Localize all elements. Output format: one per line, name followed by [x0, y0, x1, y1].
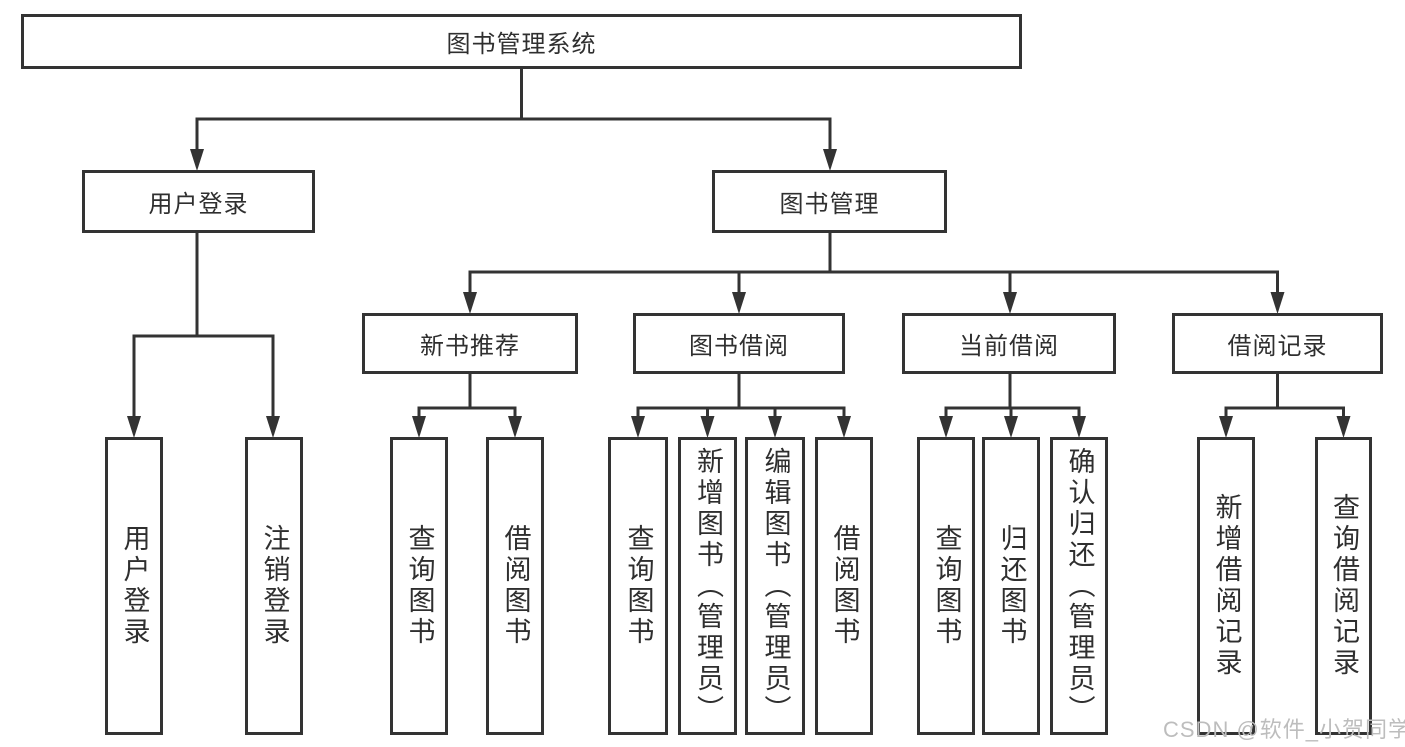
leaf-add-books-admin: 新增图书（管理员） [678, 437, 737, 735]
node-root: 图书管理系统 [21, 14, 1022, 69]
node-borrow-records: 借阅记录 [1172, 313, 1383, 374]
node-current-borrow-label: 当前借阅 [959, 333, 1059, 360]
leaf-return-books-label: 归还图书 [996, 524, 1027, 648]
node-user-login: 用户登录 [82, 170, 315, 233]
arrowhead-leaf-return-books [1004, 416, 1018, 438]
arrowhead-leaf-confirm-return [1072, 416, 1086, 438]
arrowhead-leaf-query-record [1336, 416, 1351, 438]
leaf-query-books-c: 查询图书 [917, 437, 975, 735]
arrowhead-leaf-logout [266, 416, 280, 438]
node-borrow-records-label: 借阅记录 [1227, 333, 1328, 360]
leaf-add-borrow-record-label: 新增借阅记录 [1211, 493, 1242, 679]
arrowhead-leaf-edit-books [768, 416, 782, 438]
node-new-book-rec-label: 新书推荐 [420, 333, 520, 360]
leaf-query-borrow-record-label: 查询借阅记录 [1329, 493, 1359, 679]
arrowhead-current-borrow [1003, 292, 1017, 314]
connector-book-borrow-branch [636, 374, 846, 418]
leaf-return-books: 归还图书 [982, 437, 1040, 735]
node-book-borrow: 图书借阅 [633, 313, 845, 374]
connector-current-borrow-branch [944, 374, 1081, 418]
leaf-query-books-c-label: 查询图书 [931, 524, 962, 648]
leaf-edit-books-admin-label: 编辑图书（管理员） [760, 446, 791, 726]
arrowhead-leaf-borrow-books-b [837, 416, 851, 438]
leaf-confirm-return-admin-label: 确认归还（管理员） [1064, 446, 1095, 726]
arrowhead-leaf-add-books [700, 416, 715, 438]
arrowhead-borrow-records [1270, 292, 1285, 314]
leaf-query-borrow-record: 查询借阅记录 [1315, 437, 1372, 735]
leaf-borrow-books-a: 借阅图书 [486, 437, 544, 735]
node-current-borrow: 当前借阅 [902, 313, 1116, 374]
arrowhead-user-login [190, 149, 204, 171]
arrowhead-new-rec [463, 292, 477, 314]
leaf-user-login: 用户登录 [105, 437, 163, 735]
connector-borrow-records-branch [1224, 374, 1345, 418]
connector-user-login-branch [132, 233, 275, 417]
arrowhead-leaf-add-record [1219, 416, 1233, 438]
csdn-watermark: CSDN @软件_小贺同学 [1163, 717, 1405, 742]
connector-book-mgmt-branch [468, 233, 1279, 293]
leaf-query-books-a-label: 查询图书 [404, 524, 435, 648]
node-book-borrow-label: 图书借阅 [689, 333, 789, 360]
leaf-logout-label: 注销登录 [259, 524, 290, 648]
node-book-mgmt-label: 图书管理 [779, 191, 880, 218]
leaf-borrow-books-a-label: 借阅图书 [500, 524, 531, 648]
leaf-query-books-b: 查询图书 [608, 437, 668, 735]
leaf-borrow-books-b-label: 借阅图书 [829, 524, 860, 648]
leaf-edit-books-admin: 编辑图书（管理员） [745, 437, 805, 735]
node-new-book-rec: 新书推荐 [362, 313, 578, 374]
leaf-add-books-admin-label: 新增图书（管理员） [693, 446, 723, 726]
connector-root-to-level2 [195, 69, 832, 151]
arrowhead-leaf-user-login [127, 416, 141, 438]
node-book-mgmt: 图书管理 [712, 170, 947, 233]
arrowhead-leaf-query-books-c [939, 416, 953, 438]
connector-new-rec-branch [417, 374, 517, 418]
node-root-label: 图书管理系统 [446, 31, 597, 58]
leaf-query-books-b-label: 查询图书 [623, 524, 654, 648]
leaf-query-books-a: 查询图书 [390, 437, 448, 735]
arrowhead-book-mgmt [823, 149, 837, 171]
leaf-user-login-label: 用户登录 [119, 524, 150, 648]
arrowhead-leaf-query-books-a [412, 416, 426, 438]
arrowhead-book-borrow [732, 292, 746, 314]
leaf-add-borrow-record: 新增借阅记录 [1197, 437, 1255, 735]
leaf-confirm-return-admin: 确认归还（管理员） [1050, 437, 1108, 735]
node-user-login-label: 用户登录 [148, 191, 249, 218]
arrowhead-leaf-borrow-books-a [508, 416, 522, 438]
arrowhead-leaf-query-books-b [631, 416, 645, 438]
leaf-borrow-books-b: 借阅图书 [815, 437, 873, 735]
leaf-logout: 注销登录 [245, 437, 303, 735]
